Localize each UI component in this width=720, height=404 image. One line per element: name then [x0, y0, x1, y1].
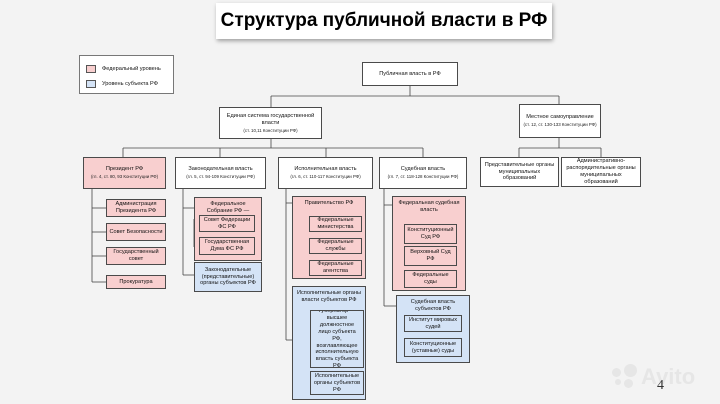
node-judicial-label: Судебная власть: [400, 166, 446, 173]
node-security-council-label: Совет Безопасности: [109, 228, 163, 235]
node-state-duma-label: Государственная Дума ФС РФ: [204, 239, 250, 252]
node-local-government-ref: (ст. 12, ст. 130-133 Конституции РФ): [523, 122, 597, 128]
node-statutory-courts: Конституционные (уставные) суды: [404, 338, 462, 357]
avito-logo-icon: [612, 364, 638, 390]
node-governor-label: Губернатор — высшее должностное лицо суб…: [315, 310, 359, 368]
node-president-ref: (гл. 4, ст. 80, 93 Конституции РФ): [90, 174, 159, 180]
node-local-government-label: Местное самоуправление: [526, 114, 594, 121]
node-judicial: Судебная власть (гл. 7, ст. 118-128 Конс…: [379, 157, 467, 189]
node-regional-judicial-label: Судебная власть субъектов РФ: [410, 299, 456, 312]
node-regional-executive-bodies: Исполнительные органы субъектов РФ: [310, 371, 364, 395]
node-public-power-label: Публичная власть в РФ: [379, 70, 441, 77]
legend-swatch-regional: [86, 80, 96, 88]
node-legislative-label: Законодательная власть: [188, 166, 253, 173]
node-state-council: Государственный совет: [106, 247, 166, 265]
node-federal-services: Федеральные службы: [309, 238, 362, 254]
node-presidential-administration-label: Администрация Президента РФ: [115, 201, 157, 214]
node-state-duma: Государственная Дума ФС РФ: [199, 237, 255, 255]
node-president-label: Президент РФ: [105, 166, 144, 173]
node-federal-services-label: Федеральные службы: [317, 239, 354, 252]
node-prosecutor: Прокуратура: [106, 275, 166, 289]
node-unified-system: Единая система государственной власти (с…: [219, 107, 322, 139]
node-regional-legislative-label: Законодательные (представительные) орган…: [200, 266, 256, 287]
node-regional-executive-bodies-label: Исполнительные органы субъектов РФ: [313, 372, 361, 393]
legend-item-federal: Федеральный уровень: [86, 65, 161, 73]
node-governor: Губернатор — высшее должностное лицо суб…: [310, 310, 364, 368]
node-federal-courts-label: Федеральные суды: [412, 272, 449, 285]
node-federal-agencies-label: Федеральные агентства: [317, 261, 354, 274]
node-president: Президент РФ (гл. 4, ст. 80, 93 Конститу…: [83, 157, 166, 189]
node-statutory-courts-label: Конституционные (уставные) суды: [409, 340, 457, 354]
node-local-administrative-label: Административно-распорядительные органы …: [566, 158, 636, 185]
node-unified-system-ref: (ст. 10,11 Конституции РФ): [243, 127, 298, 133]
node-federal-courts: Федеральные суды: [404, 270, 457, 288]
node-public-power: Публичная власть в РФ: [362, 62, 458, 86]
avito-watermark-text: Avito: [641, 364, 696, 389]
node-executive-label: Исполнительная власть: [294, 166, 357, 173]
node-federal-ministries: Федеральные министерства: [309, 216, 362, 232]
node-security-council: Совет Безопасности: [106, 223, 166, 241]
node-unified-system-label: Единая система государственной власти: [226, 112, 315, 126]
node-regional-executive-label: Исполнительные органы власти субъектов Р…: [296, 290, 362, 303]
node-state-council-label: Государственный совет: [113, 249, 159, 262]
node-legislative-ref: (гл. 5, ст. 94-109 Конституции РФ): [186, 174, 255, 180]
legend-swatch-federal: [86, 65, 96, 73]
page-number: 4: [657, 378, 664, 393]
node-executive: Исполнительная власть (гл. 6, ст. 110-11…: [278, 157, 373, 189]
node-constitutional-court: Конституционный Суд РФ: [404, 224, 457, 244]
avito-watermark: Avito: [612, 364, 695, 390]
node-regional-legislative: Законодательные (представительные) орган…: [194, 262, 262, 292]
node-federation-council: Совет Федерации ФС РФ: [199, 215, 255, 232]
node-legislative: Законодательная власть (гл. 5, ст. 94-10…: [175, 157, 266, 189]
node-presidential-administration: Администрация Президента РФ: [106, 199, 166, 217]
page-title: Структура публичной власти в РФ: [216, 3, 552, 39]
node-executive-ref: (гл. 6, ст. 110-117 Конституции РФ): [290, 174, 361, 180]
node-local-government: Местное самоуправление (ст. 12, ст. 130-…: [519, 104, 601, 138]
node-prosecutor-label: Прокуратура: [119, 278, 153, 285]
legend-label-regional: Уровень субъекта РФ: [102, 81, 158, 87]
node-constitutional-court-label: Конституционный Суд РФ: [407, 227, 454, 240]
node-federal-judicial-label: Федеральная судебная власть: [398, 200, 460, 213]
node-local-administrative: Административно-распорядительные органы …: [561, 157, 641, 187]
node-magistrates: Институт мировых судей: [404, 315, 462, 332]
node-government-label: Правительство РФ: [304, 200, 354, 206]
node-judicial-ref: (гл. 7, ст. 118-128 Конституции РФ): [387, 174, 459, 180]
node-magistrates-label: Институт мировых судей: [408, 316, 458, 330]
node-federal-agencies: Федеральные агентства: [309, 260, 362, 276]
legend: Федеральный уровень Уровень субъекта РФ: [79, 55, 174, 94]
node-supreme-court-label: Верховный Суд РФ: [410, 249, 451, 262]
node-local-representative-label: Представительные органы муниципальных об…: [484, 161, 555, 182]
node-supreme-court: Верховный Суд РФ: [404, 246, 457, 266]
node-local-representative: Представительные органы муниципальных об…: [480, 157, 559, 187]
legend-label-federal: Федеральный уровень: [102, 66, 161, 72]
legend-item-regional: Уровень субъекта РФ: [86, 80, 158, 88]
node-federation-council-label: Совет Федерации ФС РФ: [203, 216, 251, 230]
node-federal-ministries-label: Федеральные министерства: [317, 217, 354, 230]
